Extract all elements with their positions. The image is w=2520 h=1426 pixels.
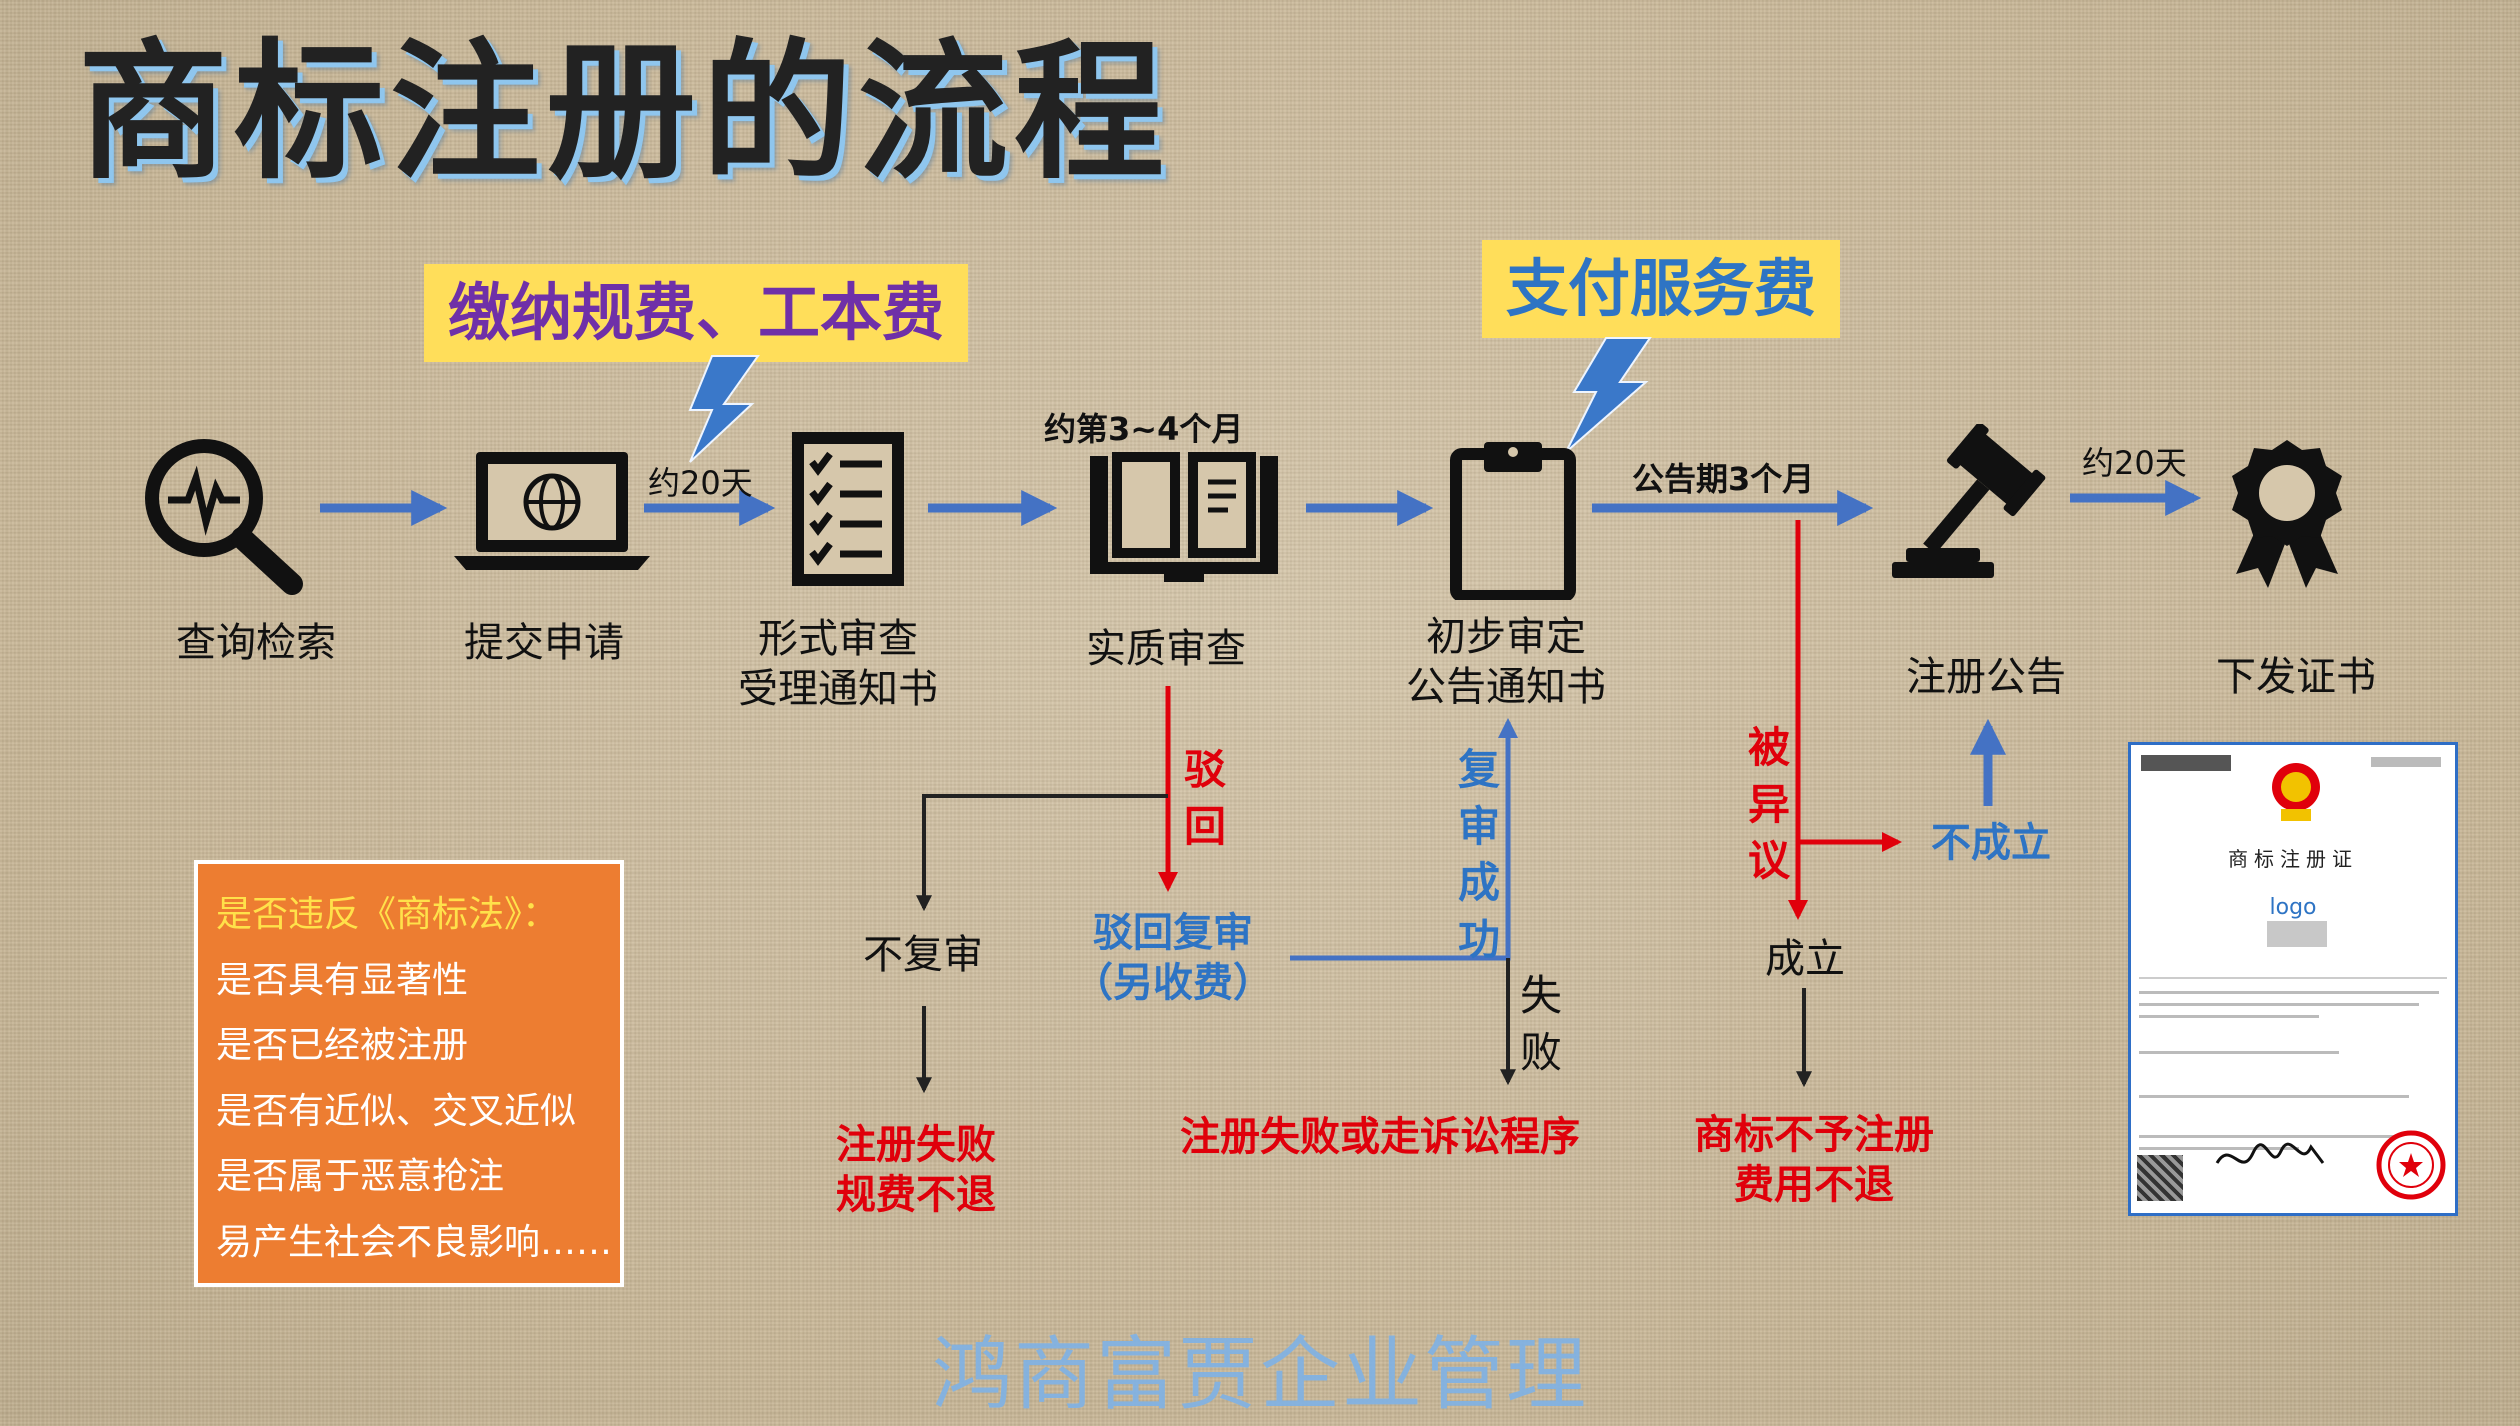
rejected-label: 驳回	[1183, 745, 1226, 851]
step-submit-label: 提交申请	[464, 620, 624, 666]
step-search-label: 查询检索	[176, 620, 336, 666]
lightning-icon-fees	[688, 355, 760, 463]
review-success-label: 复审成功	[1457, 745, 1500, 965]
timing-20-days-b: 约20天	[2082, 444, 2187, 482]
laptop-globe-icon	[454, 452, 650, 570]
certificate-title: 商标注册证	[2228, 847, 2358, 871]
rejection-review-label: 驳回复审（另收费）	[1073, 910, 1273, 1006]
fees-callout: 缴纳规费、工本费	[424, 264, 969, 363]
trademark-law-checklist: 是否违反《商标法》： 是否具有显著性 是否已经被注册 是否有近似、交叉近似 是否…	[194, 860, 624, 1288]
trademark-certificate-image: 商标注册证 logo	[2128, 742, 2458, 1216]
checklist-item: 是否已经被注册	[216, 1025, 469, 1067]
checklist-item: 易产生社会不良影响……	[216, 1221, 613, 1263]
step-preliminary-label: 初步审定公告通知书	[1406, 614, 1606, 710]
checklist-header: 是否违反《商标法》：	[216, 894, 559, 935]
step-substantive-label: 实质审查	[1086, 626, 1246, 672]
no-review-label: 不复审	[863, 932, 983, 978]
lightning-icon-service	[1565, 337, 1652, 453]
opposed-label: 被异议	[1747, 723, 1790, 886]
checklist-item: 是否有近似、交叉近似	[216, 1090, 577, 1132]
fail-label: 失败	[1519, 971, 1562, 1077]
open-book-icon	[1090, 452, 1278, 582]
service-fee-callout: 支付服务费	[1482, 240, 1841, 339]
step-announcement-label: 注册公告	[1906, 654, 2066, 700]
checklist-icon	[792, 432, 904, 586]
signature-icon	[2215, 1142, 2325, 1164]
official-seal-icon	[2376, 1130, 2446, 1200]
gavel-icon	[1892, 424, 2046, 578]
magnifier-search-icon	[145, 439, 303, 595]
timing-20-days-a: 约20天	[648, 464, 753, 502]
timing-3-4-months: 约第3~4个月	[1044, 410, 1244, 448]
national-emblem-icon	[2272, 763, 2320, 821]
clipboard-icon	[1450, 442, 1576, 600]
award-ribbon-icon	[2232, 440, 2342, 588]
company-footer: 鸿商富贾企业管理	[932, 1328, 1588, 1421]
step-formal-review-label: 形式审查受理通知书	[738, 616, 938, 712]
timing-3-months: 公告期3个月	[1632, 460, 1815, 498]
certificate-logo-text: logo	[2269, 895, 2317, 920]
established-label: 成立	[1765, 936, 1845, 982]
outcome-fail-fee-not-refunded: 注册失败规费不退	[836, 1122, 996, 1218]
page-title: 商标注册的流程	[78, 26, 1171, 200]
checklist-item: 是否属于恶意抢注	[216, 1156, 505, 1198]
outcome-not-granted: 商标不予注册费用不退	[1694, 1112, 1934, 1208]
outcome-fail-or-lawsuit: 注册失败或走诉讼程序	[1180, 1114, 1580, 1160]
not-established-label: 不成立	[1931, 820, 2051, 866]
step-certificate-label: 下发证书	[2216, 654, 2376, 700]
checklist-item: 是否具有显著性	[216, 959, 469, 1001]
